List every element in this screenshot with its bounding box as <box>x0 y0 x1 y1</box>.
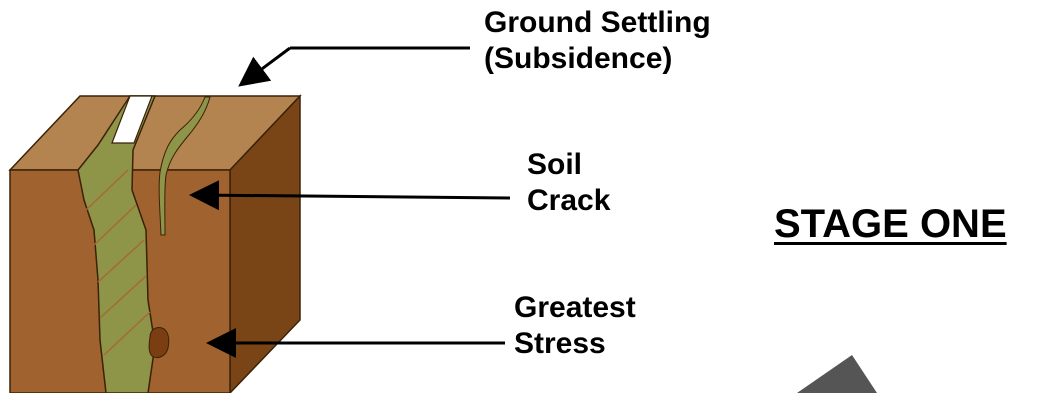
soil-crack-label: Soil Crack <box>527 147 610 219</box>
stage-shape <box>797 355 877 393</box>
greatest-stress-label: Greatest Stress <box>514 290 636 362</box>
soil-crack-line2: Crack <box>527 184 611 217</box>
soil-crack-line1: Soil <box>527 148 583 181</box>
ground-settling-line2: (Subsidence) <box>484 42 673 75</box>
crack-striations <box>85 169 151 356</box>
soil-crack-arrow <box>189 180 511 211</box>
thin-soil-crack <box>158 96 211 236</box>
stress-point-blob <box>148 327 170 359</box>
ground-settling-line1: Ground Settling <box>484 6 711 39</box>
ground-settling-label: Ground Settling (Subsidence) <box>484 5 711 77</box>
greatest-stress-line1: Greatest <box>514 291 636 324</box>
stage-title: STAGE ONE <box>774 202 1007 246</box>
subsidence-arrow-head <box>238 46 291 87</box>
greatest-stress-line2: Stress <box>514 327 606 360</box>
crack-gap-opening <box>111 95 153 144</box>
